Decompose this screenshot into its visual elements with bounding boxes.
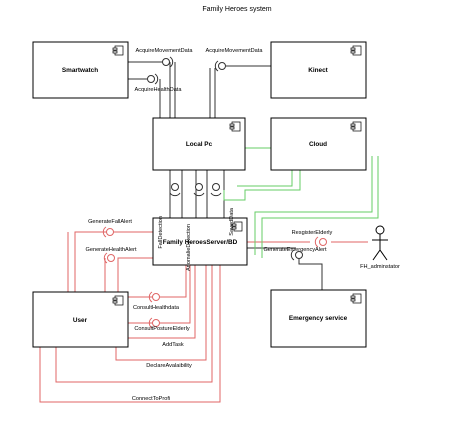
server-label: Family HeroesServer/BD	[163, 239, 238, 246]
user-component	[32, 291, 129, 348]
diagram-title: Family Heroes system	[202, 6, 272, 13]
generate-health-alert-label: GenerateHealthAlert	[86, 247, 137, 253]
generate-fall-alert-icon	[106, 228, 114, 236]
saved-data-icon	[212, 183, 220, 191]
cloud-label: Cloud	[309, 141, 327, 148]
smartwatch-component	[32, 41, 129, 99]
server-component	[152, 217, 248, 266]
fall-detection-socket-icon	[169, 192, 181, 197]
consult-posture-socket-icon	[148, 317, 153, 329]
saved-data-label: SavedData	[229, 207, 235, 236]
generate-health-alert-icon	[107, 254, 115, 262]
register-elderly-label: ResgisterElderly	[292, 230, 333, 236]
anomalie-detection-label: AnomalieDetection	[186, 224, 192, 271]
consult-health-label: ConsultHealthdata	[133, 305, 180, 311]
declare-availability-label: DeclareAvalaibility	[146, 363, 192, 369]
add-task-label: AddTask	[162, 342, 184, 348]
smartwatch-label: Smartwatch	[62, 67, 98, 74]
acquire-health-icon	[147, 75, 155, 83]
kinect-component-icon	[350, 45, 362, 56]
connect-profi-label: ConnectToProfi	[132, 396, 170, 402]
emergency-label: Emergency service	[289, 315, 348, 322]
generate-fall-alert-label: GenerateFallAlert	[88, 219, 132, 225]
consult-posture-icon	[152, 319, 160, 327]
acquire-movement-left-icon	[162, 58, 170, 66]
actor-icon	[372, 225, 388, 261]
kinect-label: Kinect	[308, 67, 328, 74]
consult-health-socket-icon	[148, 291, 153, 303]
actor-label: FH_adminstator	[360, 264, 400, 270]
consult-posture-label: ConsultPostureElderly	[134, 326, 190, 332]
fall-detection-icon	[171, 183, 179, 191]
user-component-icon	[112, 295, 124, 306]
cloud-component-icon	[350, 121, 362, 132]
consult-health-icon	[152, 293, 160, 301]
acquire-movement-right-socket-icon	[214, 60, 219, 72]
generate-emergency-alert-socket-icon	[290, 249, 295, 261]
component-boxes	[32, 41, 367, 348]
saved-data-socket-icon	[210, 192, 222, 197]
interface-symbols	[147, 56, 226, 197]
server-component-icon	[231, 221, 243, 232]
generate-emergency-alert-icon	[295, 251, 303, 259]
generate-emergency-alert-label: GenerateEmergencyAlert	[263, 247, 327, 253]
green-links	[223, 147, 379, 258]
local-pc-component-icon	[229, 121, 241, 132]
acquire-movement-right-icon	[218, 62, 226, 70]
acquire-movement-left-label: AcquireMovementData	[136, 48, 194, 54]
acquire-movement-left-socket-icon	[169, 56, 174, 68]
acquire-movement-right-label: AcquireMovementData	[206, 48, 264, 54]
emergency-service-component	[270, 289, 367, 348]
register-elderly-socket-icon	[314, 236, 319, 248]
smartwatch-component-icon	[112, 45, 124, 56]
kinect-component	[270, 41, 367, 99]
register-elderly-icon	[319, 238, 327, 246]
emergency-component-icon	[350, 293, 362, 304]
local-pc-label: Local Pc	[186, 141, 213, 148]
generate-fall-alert-socket-icon	[102, 226, 107, 238]
cloud-component	[270, 117, 367, 171]
red-links	[39, 231, 368, 403]
interface-symbols-red	[102, 226, 327, 329]
generate-health-alert-socket-icon	[103, 252, 108, 264]
acquire-health-socket-icon	[154, 73, 159, 85]
anomalie-detection-socket-icon	[193, 192, 205, 197]
acquire-health-label: AcquireHealthData	[135, 87, 183, 93]
user-label: User	[73, 317, 88, 324]
anomalie-detection-icon	[195, 183, 203, 191]
component-icons	[112, 45, 362, 306]
fall-detection-label: FallDetection	[158, 216, 164, 249]
